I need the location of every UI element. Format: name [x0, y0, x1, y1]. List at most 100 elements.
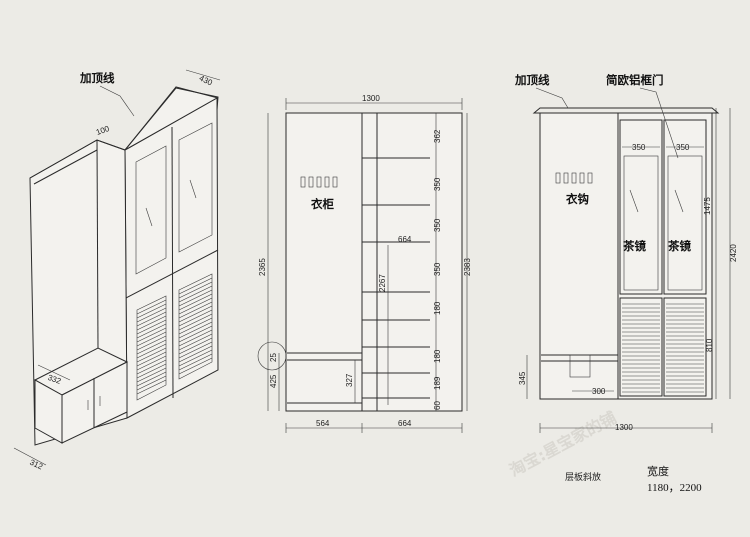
louver-slat — [136, 347, 167, 363]
iso-glass-left — [135, 145, 167, 275]
louver-slat — [136, 303, 167, 319]
front-dim-664: 664 — [398, 235, 412, 244]
louver-slat — [178, 353, 213, 371]
door-glass-right-frame — [663, 119, 707, 295]
louver-slat — [178, 349, 213, 367]
watermark-text: 淘宝:星宝家的铺 — [506, 408, 619, 480]
width-values: 1180，2200 — [647, 482, 702, 494]
louver-slat — [178, 305, 213, 323]
front-dim-425: 425 — [269, 374, 278, 388]
iso-label-leader — [99, 85, 135, 117]
iso-glass-stroke — [145, 207, 153, 227]
front-shelf-dim: 350 — [433, 262, 442, 276]
louver-slat — [136, 319, 167, 335]
front-dim-25: 25 — [269, 353, 278, 362]
iso-open-inner-edge — [96, 139, 99, 349]
front-shelf-dim: 180 — [433, 301, 442, 315]
louver-slat — [136, 367, 167, 383]
louver-slat — [136, 359, 167, 375]
door-louver-slats — [622, 303, 704, 393]
front-outline — [285, 112, 463, 412]
iso-door-mid — [125, 249, 219, 299]
louver-slat — [178, 313, 213, 331]
front-shelf-dim: 350 — [433, 177, 442, 191]
iso-dim-100: 100 — [95, 124, 111, 137]
iso-dim-430: 430 — [198, 74, 214, 88]
front-shelf-dim: 180 — [433, 349, 442, 363]
iso-dim-430-line — [185, 69, 221, 81]
louver-slat — [178, 289, 213, 307]
front-view: 衣柜 25 1300 362 350 350 350 180 180 189 — [257, 94, 472, 433]
louver-slat — [136, 363, 167, 379]
front-hooks — [300, 176, 338, 188]
iso-cabinet-front — [124, 97, 219, 419]
iso-glass-stroke — [189, 179, 197, 199]
front-dim-1300: 1300 — [362, 94, 380, 103]
louver-slat — [136, 335, 167, 351]
louver-slat — [178, 341, 213, 359]
door-outline — [539, 112, 713, 400]
front-dim-327: 327 — [345, 373, 354, 387]
louver-slat — [178, 333, 213, 351]
iso-dim-312-line — [13, 447, 47, 466]
front-dim-2267: 2267 — [378, 274, 387, 292]
iso-door-split — [171, 126, 174, 399]
front-shelf-dim: 362 — [433, 129, 442, 143]
louver-slat — [136, 307, 167, 323]
louver-slat — [136, 315, 167, 331]
louver-slat — [178, 301, 213, 319]
louver-slat — [136, 351, 167, 367]
front-bench — [287, 352, 362, 404]
mirror-left-label: 茶镜 — [622, 239, 646, 253]
louver-slat — [178, 297, 213, 315]
louver-slat — [178, 293, 213, 311]
louver-slat — [178, 357, 213, 375]
door-dim-350-left: 350 — [632, 143, 646, 152]
louver-slat — [136, 355, 167, 371]
front-dim-664-bottom: 664 — [398, 419, 412, 428]
louver-slat — [136, 331, 167, 347]
door-louver-right-frame — [663, 297, 707, 397]
front-dim-2365: 2365 — [258, 258, 267, 276]
door-dim-345: 345 — [518, 371, 527, 385]
iso-louver-right — [178, 273, 213, 380]
louver-slat — [136, 379, 167, 395]
door-frame-label: 简欧铝框门 — [606, 73, 664, 87]
door-top-line — [532, 107, 720, 114]
door-top-leader — [535, 87, 569, 109]
door-dim-1475: 1475 — [703, 197, 712, 215]
front-shelf-dim: 189 — [433, 376, 442, 390]
front-shelf-dim: 350 — [433, 218, 442, 232]
front-shelves — [362, 157, 430, 399]
louver-slat — [178, 277, 213, 295]
louver-slat — [136, 343, 167, 359]
iso-louver-slats — [136, 277, 213, 395]
louver-slat — [136, 299, 167, 315]
iso-top-rail — [33, 149, 98, 185]
door-louver-left-frame — [619, 297, 663, 397]
front-dim-2383: 2383 — [463, 258, 472, 276]
front-shelf-dim: 60 — [433, 401, 442, 410]
mirror-right-label: 茶镜 — [667, 239, 691, 253]
louver-slat — [178, 285, 213, 303]
louver-slat — [178, 317, 213, 335]
louver-slat — [178, 281, 213, 299]
iso-glass-right — [178, 122, 213, 253]
louver-slat — [178, 321, 213, 339]
louver-slat — [136, 311, 167, 327]
front-dim-564: 564 — [316, 419, 330, 428]
door-dim-1300: 1300 — [615, 423, 633, 432]
louver-slat — [178, 309, 213, 327]
louver-slat — [178, 329, 213, 347]
louver-slat — [136, 371, 167, 387]
iso-dim-312: 312 — [28, 458, 44, 472]
iso-dim-332: 332 — [47, 373, 63, 386]
door-top-line-label: 加顶线 — [514, 73, 550, 87]
door-dim-300: 300 — [592, 387, 606, 396]
shelf-note: 层板斜放 — [565, 471, 601, 482]
front-wardrobe-label: 衣柜 — [311, 197, 334, 211]
iso-cabinet-topline — [124, 87, 219, 151]
door-dim-350-right: 350 — [676, 143, 690, 152]
